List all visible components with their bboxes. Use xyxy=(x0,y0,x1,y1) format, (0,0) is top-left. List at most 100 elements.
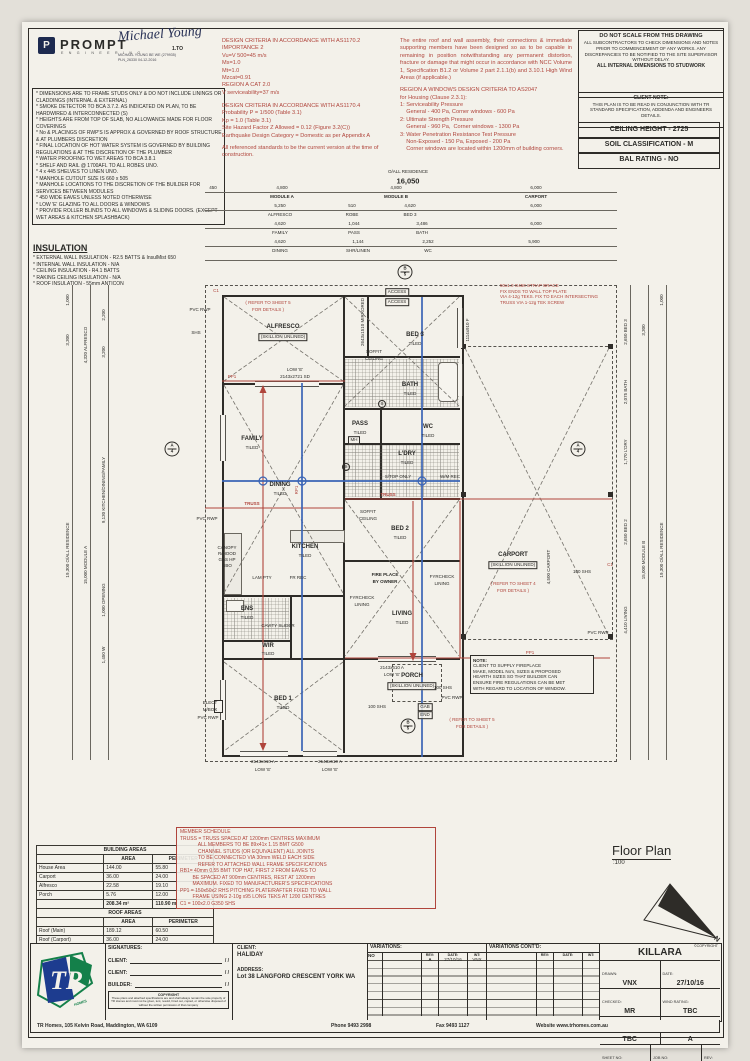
window-label: LOW 'E' xyxy=(254,767,272,773)
project-name: KILLARA xyxy=(638,947,682,958)
refer-sheet5-note: ( REFER TO SHEET 5 xyxy=(449,717,495,723)
windows-criteria-line: REGION A WINDOWS DESIGN CRITERIA TO AS20… xyxy=(400,87,538,94)
design-criteria-line: Probability P = 1/500 (Table 3.1) xyxy=(222,110,302,117)
room-finish: TILED xyxy=(276,705,290,711)
company-phone: Phone 9493 2998 xyxy=(331,1023,372,1029)
overall-residence-label: O/ALL RESIDENCE xyxy=(387,169,429,175)
variations-contd-label: VARIATIONS CONT'D: xyxy=(487,943,599,953)
member-schedule-line: BE SPACED AT 900mm CENTRES, REST AT 1200… xyxy=(180,874,316,881)
member-schedule-line: FRAME USING 2-10g x95 LONG TEKS AT 1200 … xyxy=(180,894,326,900)
access-label: ACCESS xyxy=(385,298,409,306)
access-label: ACCESS xyxy=(385,288,409,296)
row-label: Alfresco xyxy=(35,881,105,891)
canopy-label: CANOPY xyxy=(217,545,237,551)
date-placeholder: / / xyxy=(224,957,229,964)
stop-tap-label: S/TOP ONLY xyxy=(384,474,412,480)
strap-brace-note: FIX ENDS TO WALL TOP PLATE xyxy=(500,288,567,294)
row-label: House Area xyxy=(35,863,105,873)
insulation-item: * RAKING CEILING INSULATION - N/A xyxy=(33,274,121,281)
prompt-logo-text: PROMPT xyxy=(60,37,128,52)
dim-value: 1,144 xyxy=(352,239,364,245)
member-schedule-line: MEMBER SCHEDULE xyxy=(180,829,231,835)
dim-value: 510 xyxy=(348,203,356,209)
dim-label: BATH xyxy=(416,230,428,236)
dim-value: 450 xyxy=(209,185,217,191)
smoke-detector-icon: S xyxy=(342,463,350,471)
signature-stamp-line2: PLN_26330 04-12-2016 xyxy=(118,58,157,62)
section-number: 5 xyxy=(403,271,407,277)
room-label-wir: WIR xyxy=(262,643,274,650)
shs-label: 100 SHS xyxy=(367,704,387,710)
design-criteria-line: V serviceability=37 m/s xyxy=(222,89,280,96)
section-number: 4 xyxy=(170,448,174,454)
room-label-bed3: BED 3 xyxy=(406,332,424,339)
gable-end-label: END xyxy=(417,711,433,719)
variations-desc-col xyxy=(383,952,422,1016)
fireplace-note-line: HEARTH SIZES SO THAT BUILDER CAN xyxy=(473,674,558,680)
window xyxy=(220,415,226,461)
signature-line[interactable] xyxy=(130,969,222,976)
canopy-label: R/HOOD xyxy=(218,551,236,557)
variations-label: VARIATIONS: xyxy=(368,943,486,953)
date-value: 27/10/16 xyxy=(444,956,462,962)
pvc-rwp-label: PVC RWP xyxy=(587,630,609,636)
design-criteria-line: REGION A CAT 2.0 xyxy=(222,82,271,89)
refer-sheet4-note: FOR DETAILS ) xyxy=(497,588,529,594)
member-schedule-line: TRUSS = TRUSS SPACED AT 1200mm CENTRES M… xyxy=(180,835,320,842)
kitchen-bench xyxy=(224,533,242,595)
section-letter: B xyxy=(403,720,413,727)
variations-rev-col: REV: xyxy=(537,952,554,1016)
fireplace-label: BY OWNER xyxy=(372,579,398,585)
insulation-item: * INTERNAL WALL INSULATION - N/A xyxy=(33,261,120,268)
robe-mirror-label: 2643x1510 MIRRORED xyxy=(360,297,366,347)
member-schedule-line: MAXIMUM. FIXED TO MANUFACTURER'S SPECIFI… xyxy=(180,881,333,887)
roof-areas-title: ROOF AREAS xyxy=(36,908,214,918)
section-letter: A xyxy=(167,443,177,450)
truss-label: TRUSS xyxy=(380,492,396,498)
general-note: * SHELF AND RAIL @ 1700AFL TO ALL ROBES … xyxy=(36,162,159,169)
insulation-item: * ROOF INSULATION - 55mm ANTICON xyxy=(33,281,124,287)
signature-line[interactable] xyxy=(134,981,222,988)
carport-post xyxy=(608,344,613,349)
variations-rev-col: REV: A xyxy=(422,952,439,1016)
copyright-small: ©COPYRIGHT xyxy=(693,944,718,948)
overall-dimension: 16,050 xyxy=(396,176,420,186)
tr-logo-cell: TR HOMES xyxy=(30,943,106,1020)
dim-label: CARPORT xyxy=(524,194,548,200)
wind-region-value: A xyxy=(687,1036,693,1043)
design-criteria-footer: All referenced standards to be the curre… xyxy=(222,144,379,159)
room-finish: TILED xyxy=(353,430,367,436)
col-perimeter: PERIMETER xyxy=(152,917,214,927)
room-finish: TILED xyxy=(403,391,417,397)
wall xyxy=(290,595,292,660)
dim-label: SHR/LINEN xyxy=(345,248,371,254)
pp1-label: PP1 xyxy=(227,374,237,380)
rev-label: REV: xyxy=(704,1056,713,1060)
dim-label: PASS xyxy=(348,230,360,236)
project-cell: ©COPYRIGHT KILLARA DRAWN:VNX DATE:27/10/… xyxy=(600,943,720,1061)
company-website: Website www.trhomes.com.au xyxy=(536,1023,608,1029)
copyright-text: These plans and attached specifications … xyxy=(111,995,226,1007)
member-schedule-box: MEMBER SCHEDULE TRUSS = TRUSS SPACED AT … xyxy=(176,827,436,909)
rev-value: A xyxy=(428,956,432,962)
vanity xyxy=(226,600,244,612)
signatures-cell: SIGNATURES: CLIENT: / / CLIENT: / / BUIL… xyxy=(105,943,233,1020)
checked-value: MR xyxy=(624,1008,636,1015)
company-fax: Fax 9493 1127 xyxy=(436,1023,470,1029)
dim-label: ROBE xyxy=(345,212,359,218)
carport-post xyxy=(608,634,613,639)
drawn-value: VNX xyxy=(622,980,637,987)
client-note-box: CLIENT NOTE: THIS PLAN IS TO BE READ IN … xyxy=(578,92,724,128)
signature-line[interactable] xyxy=(130,957,222,964)
assembly-note: The entire roof and wall assembly, their… xyxy=(400,38,572,81)
general-note: * 4 x 445 SHELVES TO LINEN UNO. xyxy=(36,169,118,175)
member-schedule-line: ALL MEMBERS TO BE 89x41x 1.15 BMT G500 xyxy=(180,842,304,848)
truss-label: TRUSS xyxy=(244,501,260,507)
section-number: 4 xyxy=(576,448,580,454)
room-finish: TILED xyxy=(421,433,435,439)
strap-brace-note: TRUSS VIA 1-12g TEK SCREW xyxy=(500,299,565,305)
signature-ref: 1.TO xyxy=(172,46,184,52)
dim-line xyxy=(630,285,631,760)
